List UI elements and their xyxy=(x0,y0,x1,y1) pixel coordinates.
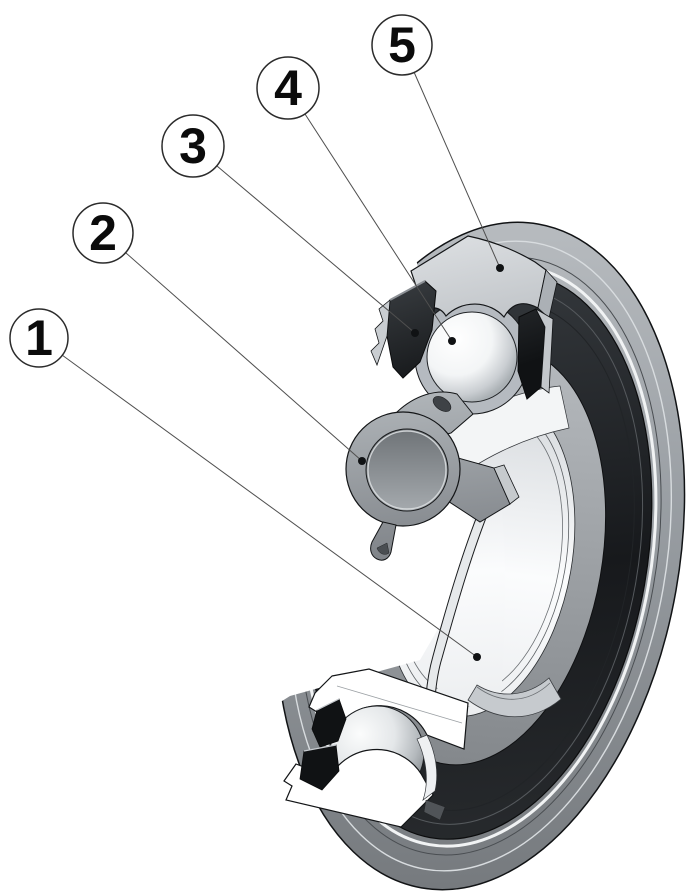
balloon-4: 4 xyxy=(256,56,320,120)
leader-4 xyxy=(304,113,453,342)
leader-dot-3 xyxy=(411,329,419,337)
inner-ring-surface-patch xyxy=(436,496,506,712)
balloon-3-label: 3 xyxy=(179,118,207,174)
balloon-2-label: 2 xyxy=(89,205,117,261)
outer-ring-cut-face-bottom xyxy=(283,748,434,828)
leader-dot-2 xyxy=(358,457,366,465)
cage-ball-pocket xyxy=(365,428,449,512)
balloon-3-circle xyxy=(161,114,225,178)
balloon-1-circle xyxy=(9,308,69,368)
raceway-sliver-bottom xyxy=(416,734,438,801)
leader-5 xyxy=(413,71,501,269)
outer-ring-cut-face-top xyxy=(410,235,547,319)
balloon-5-circle xyxy=(371,14,433,76)
leader-3 xyxy=(216,165,416,334)
seal-top-edge-highlight xyxy=(389,280,426,301)
cage-tail-notch xyxy=(376,542,390,555)
cutaway-wedge xyxy=(0,0,480,812)
balloon-5: 5 xyxy=(371,14,433,76)
leader-dot-4 xyxy=(448,337,456,345)
inner-ring-groove-band xyxy=(467,677,562,718)
seal-fragment-highlights xyxy=(303,698,340,752)
inner-face-chamfer-line xyxy=(336,685,463,724)
ball-top xyxy=(426,311,518,403)
balloon-5-label: 5 xyxy=(388,17,416,73)
leader-dots xyxy=(358,264,504,661)
leader-dot-5 xyxy=(496,264,504,272)
balloon-2-circle xyxy=(72,202,134,264)
cage-fragment-bottom xyxy=(423,799,446,821)
seal-lip-steps xyxy=(370,299,391,367)
balloon-3: 3 xyxy=(161,114,225,178)
cage-tail xyxy=(370,521,397,561)
groove-band-line xyxy=(476,682,551,700)
balloon-4-circle xyxy=(256,56,320,120)
leader-lines xyxy=(61,71,501,658)
balloon-4-label: 4 xyxy=(274,60,302,116)
leader-2 xyxy=(125,252,363,462)
cage-rivet-hole xyxy=(432,396,452,412)
balloon-1: 1 xyxy=(9,308,69,368)
balloon-2: 2 xyxy=(72,202,134,264)
seal-seat-wall xyxy=(535,307,554,394)
leader-1 xyxy=(61,354,478,658)
cage-band-end-face xyxy=(493,464,520,505)
balloon-1-label: 1 xyxy=(25,310,53,366)
cage-pocket-highlight xyxy=(367,430,447,510)
leader-dot-1 xyxy=(473,653,481,661)
